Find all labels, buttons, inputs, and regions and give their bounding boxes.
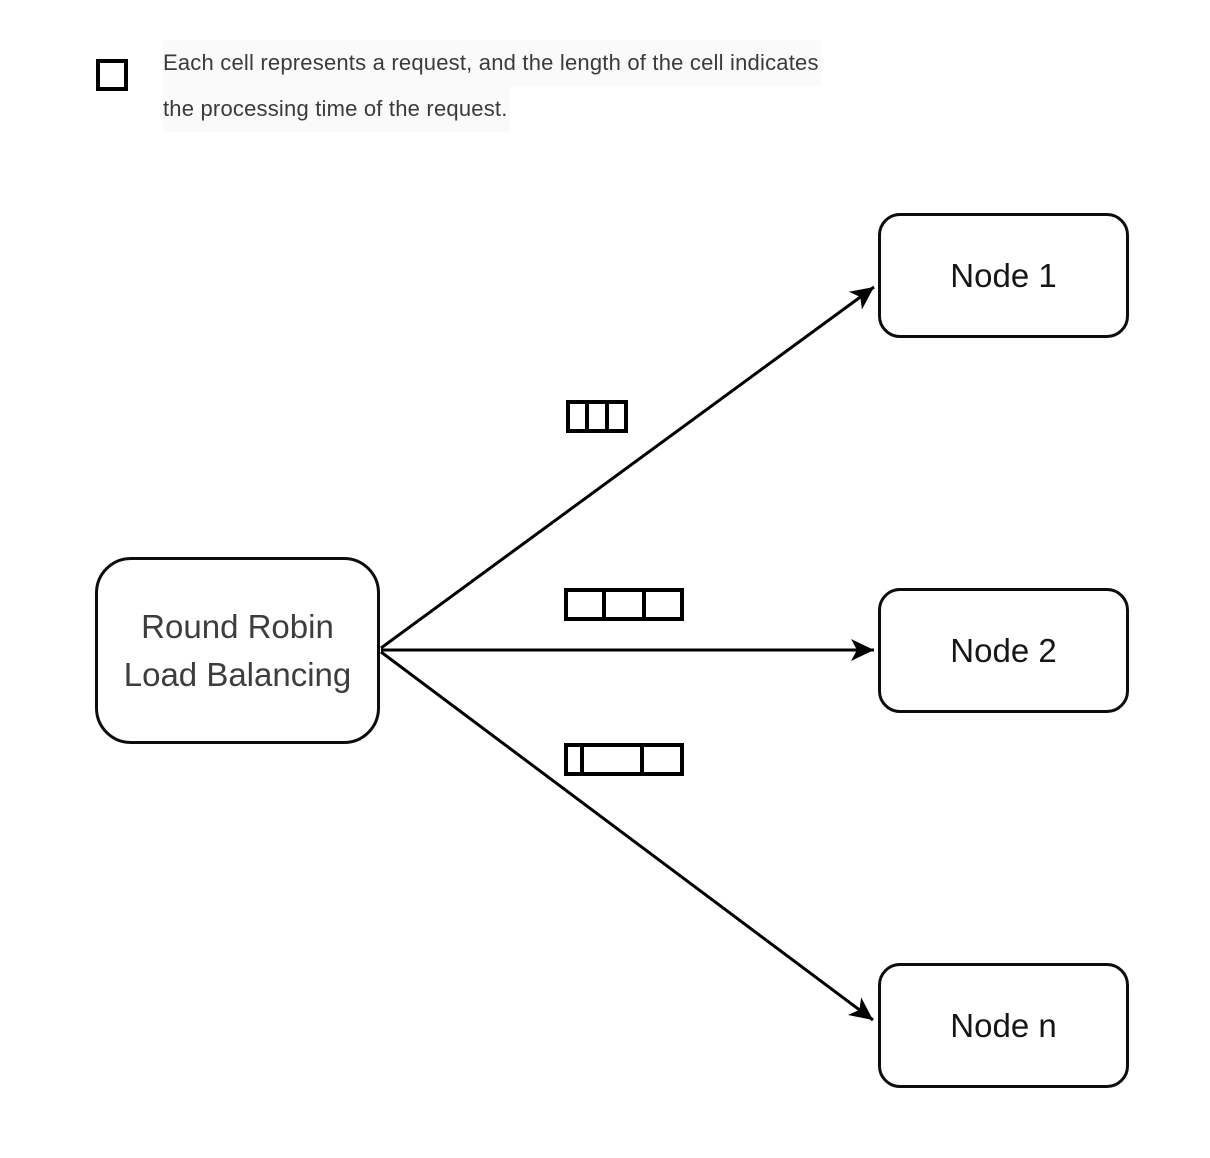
cell-legend-icon	[96, 59, 128, 91]
node-n-label: Node n	[950, 1006, 1057, 1044]
legend-caption-line1: Each cell represents a request, and the …	[163, 50, 819, 75]
arrow-to-node-n	[380, 650, 874, 1022]
round-robin-load-balancer-box: Round Robin Load Balancing	[95, 557, 380, 744]
request-cell	[644, 747, 680, 772]
node-n-box: Node n	[878, 963, 1129, 1088]
source-label-line2: Load Balancing	[123, 655, 352, 693]
node-2-label: Node 2	[950, 631, 1057, 669]
legend-caption: Each cell represents a request, and the …	[163, 40, 821, 132]
node-1-label: Node 1	[950, 256, 1057, 294]
request-cell	[646, 592, 680, 617]
legend-caption-line2: the processing time of the request.	[163, 96, 508, 121]
request-cell	[589, 404, 605, 429]
request-cell	[606, 592, 642, 617]
request-cell	[568, 592, 602, 617]
request-queue-node-1	[566, 400, 628, 433]
request-cell	[570, 404, 585, 429]
source-label-line1: Round Robin	[141, 607, 334, 645]
request-cell	[568, 747, 580, 772]
node-1-box: Node 1	[878, 213, 1129, 338]
request-cell	[584, 747, 640, 772]
request-queue-node-2	[564, 588, 684, 621]
request-queue-node-n	[564, 743, 684, 776]
request-cell	[609, 404, 624, 429]
node-2-box: Node 2	[878, 588, 1129, 713]
